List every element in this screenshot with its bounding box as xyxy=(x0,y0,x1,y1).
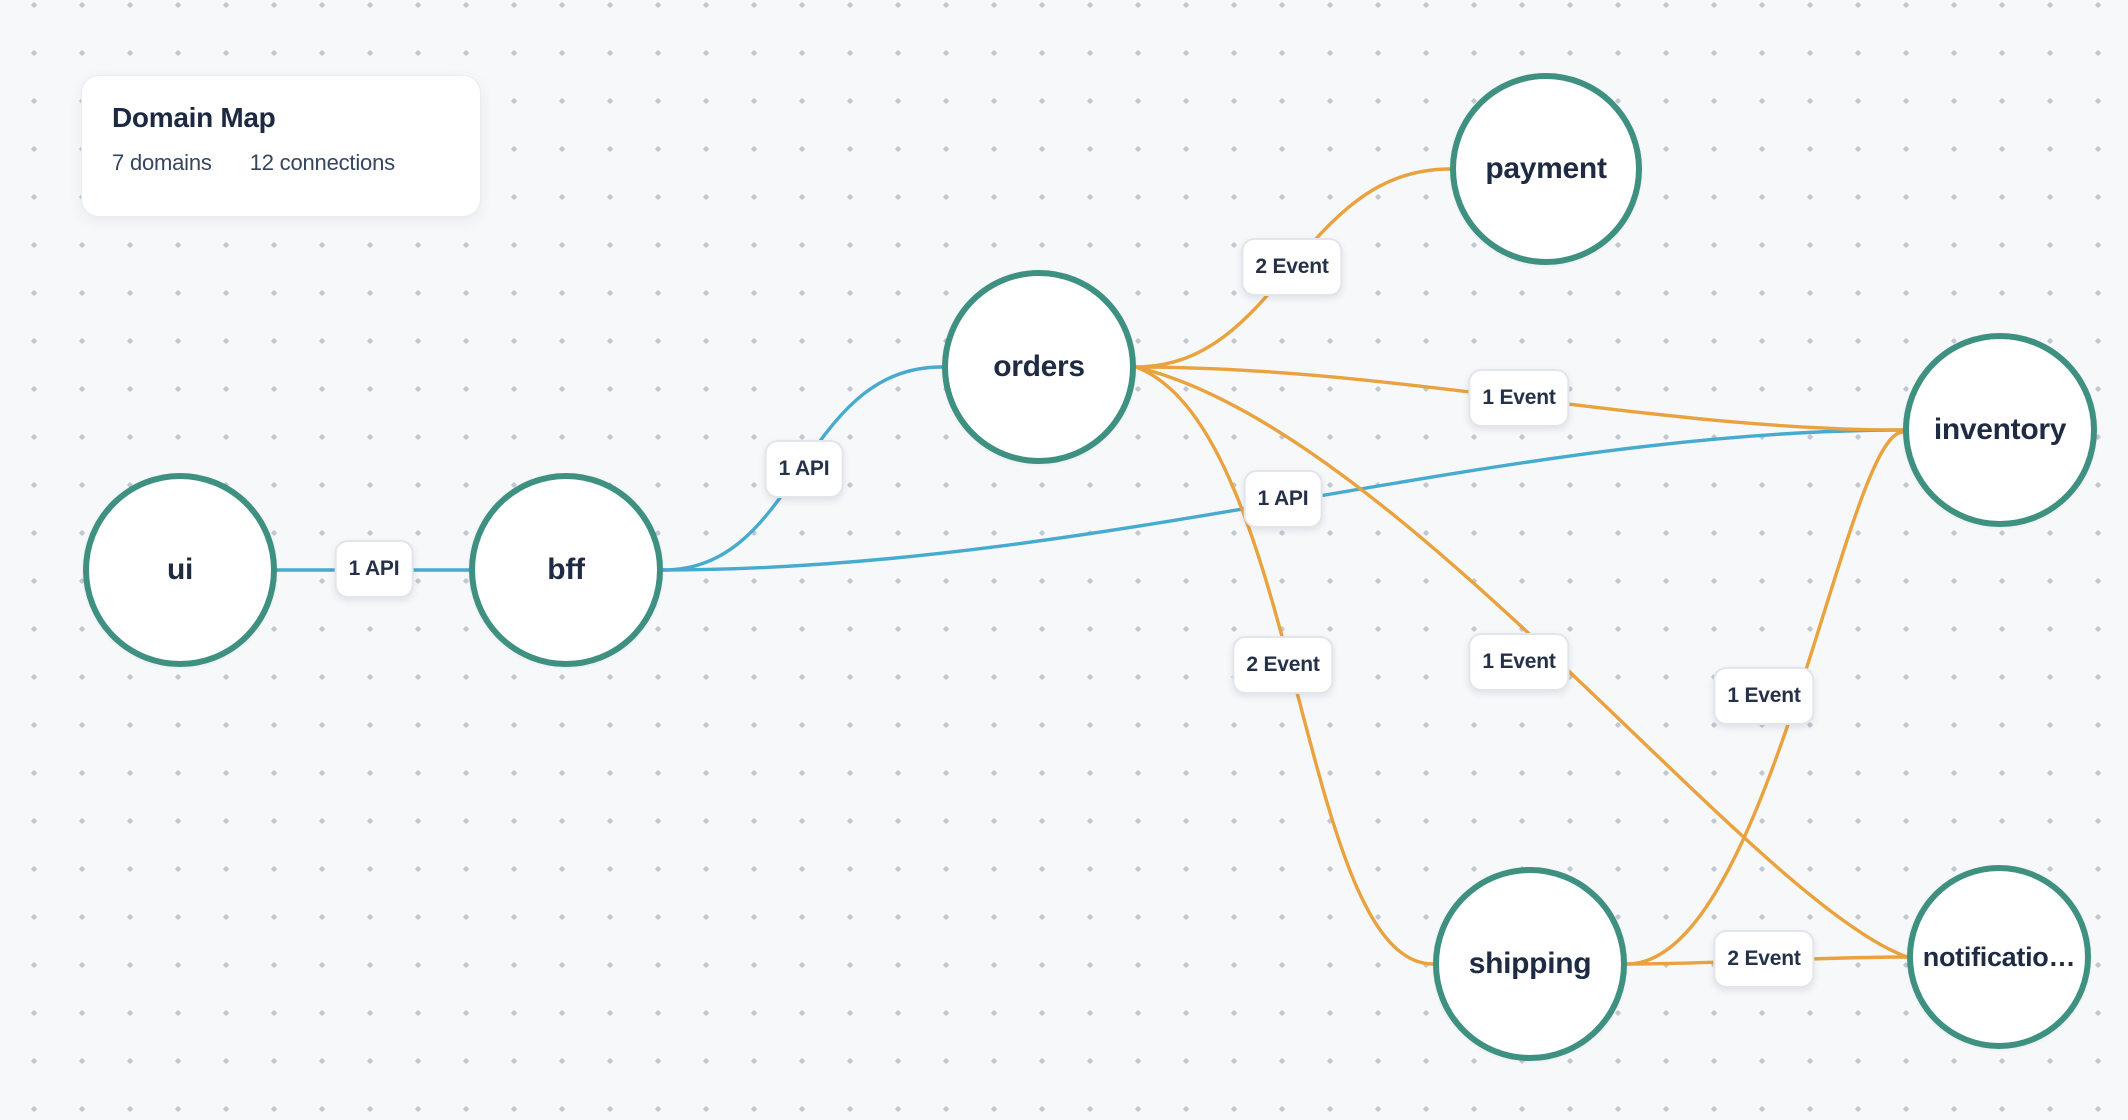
panel-title: Domain Map xyxy=(112,102,276,133)
edge-label-orders-inventory[interactable]: 1 Event xyxy=(1468,369,1570,427)
domain-map-panel: Domain Map 7 domains 12 connections xyxy=(81,75,481,217)
node-orders[interactable]: orders xyxy=(942,270,1136,464)
node-ui[interactable]: ui xyxy=(83,473,277,667)
edge-label-ui-bff[interactable]: 1 API xyxy=(334,540,414,598)
node-label: payment xyxy=(1485,152,1607,185)
node-label: inventory xyxy=(1933,413,2067,446)
node-label: bff xyxy=(547,553,585,586)
node-inventory[interactable]: inventory xyxy=(1903,333,2097,527)
edge-label-bff-inventory[interactable]: 1 API xyxy=(1243,470,1323,528)
edge-label-shipping-inventory[interactable]: 1 Event xyxy=(1713,667,1815,725)
node-payment[interactable]: payment xyxy=(1450,73,1642,265)
panel-connection-count: 12 connections xyxy=(249,150,395,175)
node-notifications[interactable]: notificatio… xyxy=(1907,865,2091,1049)
node-shipping[interactable]: shipping xyxy=(1433,867,1627,1061)
node-label: notificatio… xyxy=(1922,941,2076,972)
panel-domain-count: 7 domains xyxy=(112,150,212,175)
node-bff[interactable]: bff xyxy=(469,473,663,667)
edge-label-bff-orders[interactable]: 1 API xyxy=(764,440,844,498)
edge-label-shipping-notifications[interactable]: 2 Event xyxy=(1713,930,1815,988)
panel-stats: 7 domains 12 connections xyxy=(112,150,450,176)
node-label: orders xyxy=(993,350,1085,383)
edge-label-orders-shipping[interactable]: 2 Event xyxy=(1232,636,1334,694)
edge-label-orders-notifications[interactable]: 1 Event xyxy=(1468,633,1570,691)
edge-label-orders-payment[interactable]: 2 Event xyxy=(1241,238,1343,296)
node-label: shipping xyxy=(1468,947,1592,980)
node-label: ui xyxy=(166,553,194,586)
